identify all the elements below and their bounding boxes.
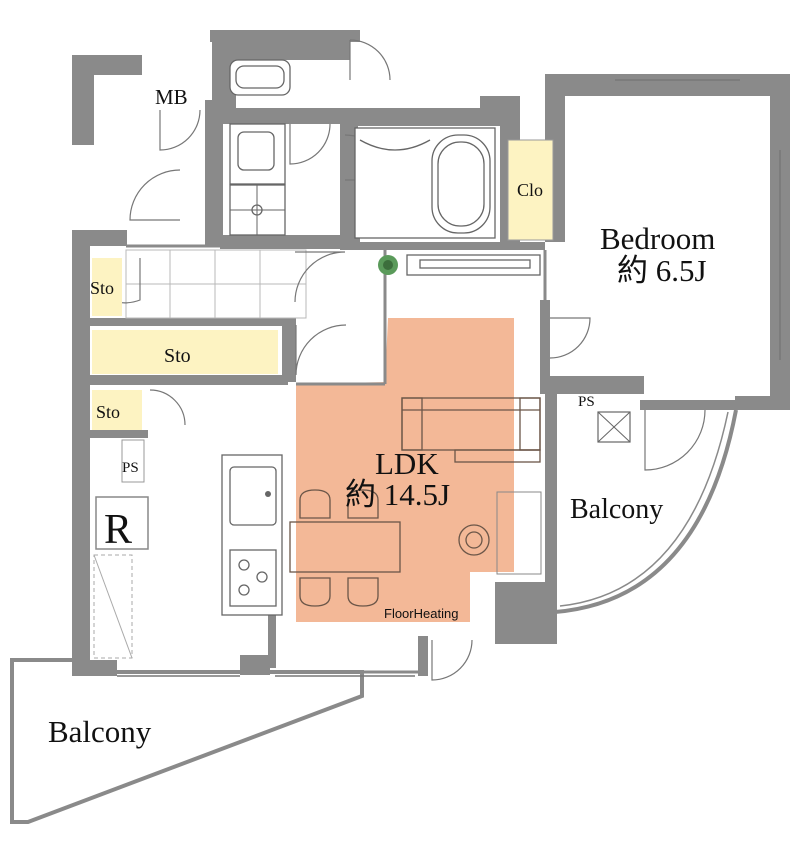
right-balcony: [554, 409, 738, 614]
storage-3: [92, 390, 142, 430]
floor-heating-zone: [296, 318, 514, 622]
storage-2: [92, 330, 278, 374]
sofa: [401, 397, 541, 463]
bathtub: [354, 127, 496, 239]
label-ps-right: PS: [578, 394, 595, 410]
label-bedroom-name: Bedroom: [600, 221, 715, 256]
washbasin: [229, 123, 286, 185]
ps-box-right: [597, 411, 631, 443]
refrigerator-space: [93, 496, 149, 659]
side-table: [496, 491, 542, 575]
round-stool: [458, 524, 490, 556]
washer-pan: [229, 184, 286, 236]
label-ldk-name: LDK: [375, 446, 439, 481]
windows: [117, 79, 781, 677]
label-ldk-size: 約 14.5J: [345, 477, 450, 512]
label-storage-1: Sto: [90, 278, 114, 298]
label-mb: MB: [155, 85, 188, 109]
closet: [507, 139, 554, 241]
label-storage-2: Sto: [164, 345, 191, 367]
toilet: [229, 59, 291, 96]
tv-shelf: [406, 254, 541, 276]
label-balcony-bottom: Balcony: [48, 714, 152, 749]
label-balcony-right: Balcony: [570, 494, 663, 525]
refrigerator-mark: R: [104, 507, 132, 553]
plant: [378, 255, 398, 275]
label-storage-3: Sto: [96, 402, 120, 422]
label-clo: Clo: [517, 180, 543, 200]
dining-set: [289, 489, 401, 607]
storage-1: [92, 258, 122, 316]
kitchen-counter: [221, 454, 283, 616]
label-bedroom-size: 約 6.5J: [617, 253, 707, 288]
label-floor-heating: FloorHeating: [384, 606, 458, 621]
entrance-tiles: [125, 249, 307, 319]
ps-box-left: [121, 439, 145, 483]
label-ps-left: PS: [122, 460, 139, 476]
